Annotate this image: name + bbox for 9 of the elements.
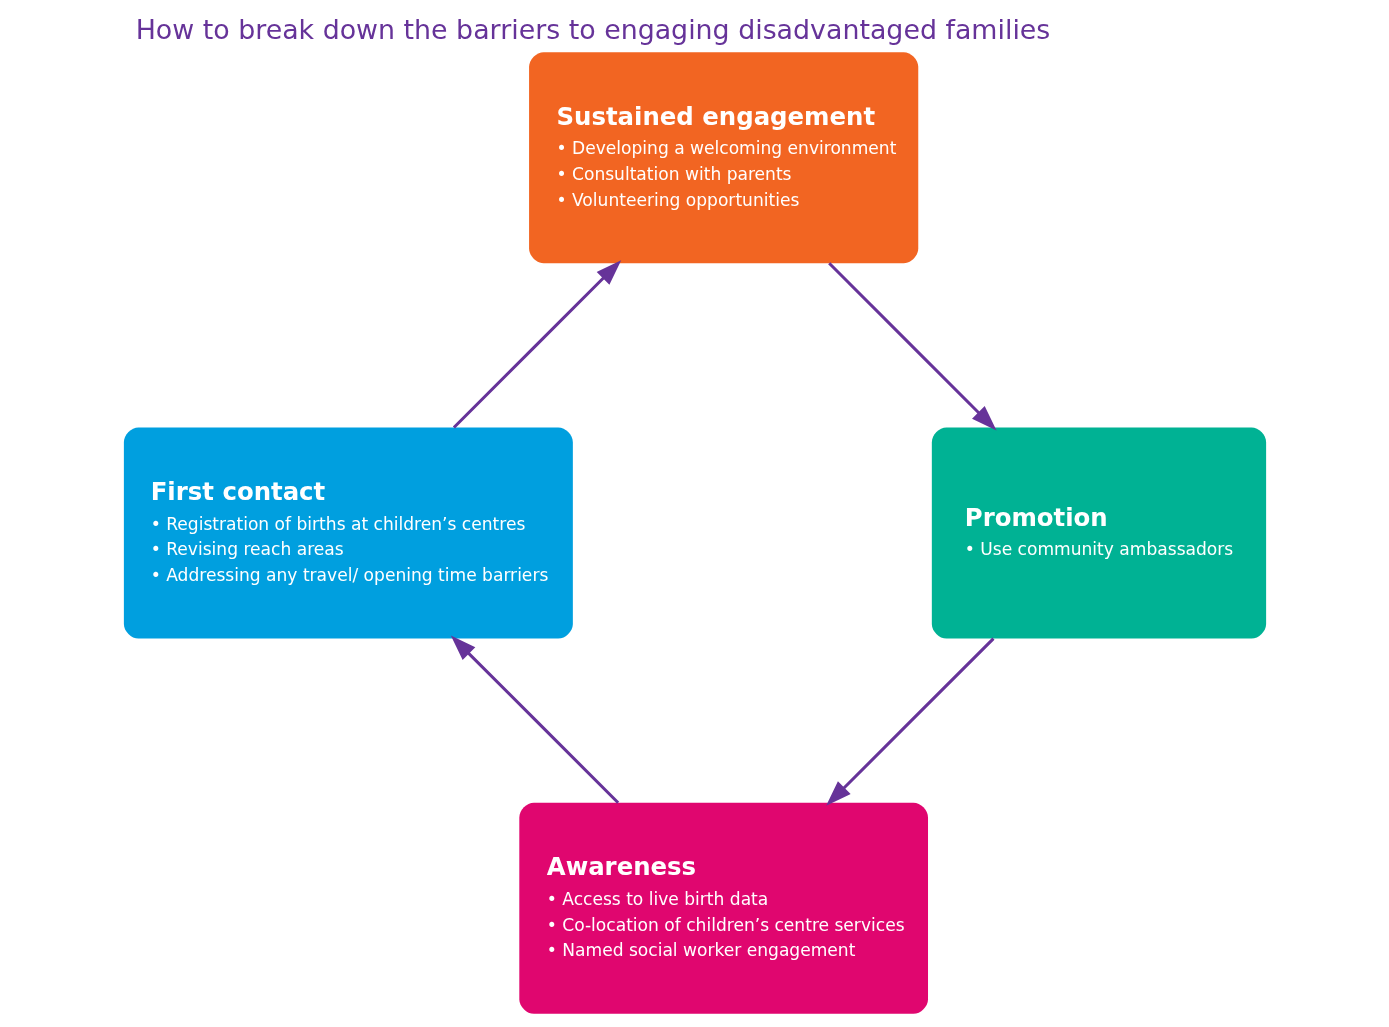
arrow <box>827 262 996 431</box>
arrow <box>450 635 619 804</box>
arrow <box>825 637 994 806</box>
arrow <box>452 260 621 429</box>
diagram-title: How to break down the barriers to engaging disadvantaged families <box>135 14 1050 46</box>
node-box: Awareness • Access to live birth data • Co-location of children’s centre services • Named social worker engagement <box>518 802 928 1014</box>
node-box: First contact • Registration of births at children’s centres • Revising reach areas • Addressing any travel/ opening time barriers <box>123 427 573 639</box>
node-box: Promotion • Use community ambassadors <box>931 427 1266 639</box>
node-box: Sustained engagement • Developing a welcoming environment • Consultation with parents • Volunteering opportunities <box>528 52 918 264</box>
